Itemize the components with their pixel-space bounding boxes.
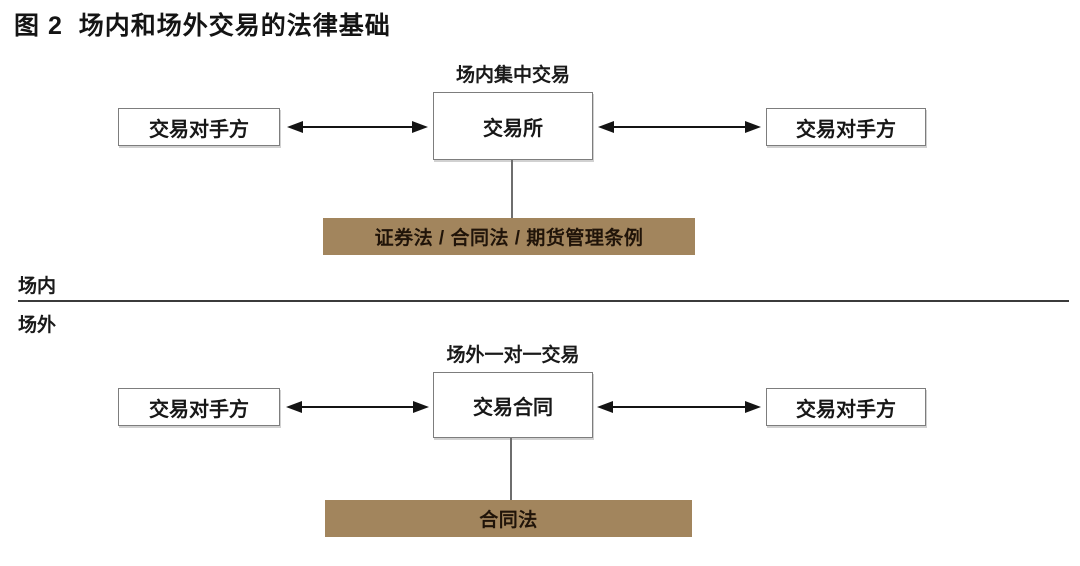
trade-contract-box: 交易合同 xyxy=(433,372,593,438)
onexchange-counterparty-left-box: 交易对手方 xyxy=(118,108,280,146)
arrowhead-right-icon xyxy=(745,121,761,133)
exchange-box: 交易所 xyxy=(433,92,593,160)
offexchange-law-bar: 合同法 xyxy=(325,500,692,537)
onexchange-counterparty-right-box: 交易对手方 xyxy=(766,108,926,146)
offexchange-counterparty-left-box: 交易对手方 xyxy=(118,388,280,426)
arrowhead-right-icon xyxy=(745,401,761,413)
double-arrow-top-left xyxy=(287,120,428,134)
arrow-shaft xyxy=(613,406,745,408)
arrowhead-left-icon xyxy=(597,401,613,413)
zone-label-inside: 场内 xyxy=(18,276,57,297)
arrowhead-left-icon xyxy=(598,121,614,133)
arrow-shaft xyxy=(303,126,412,128)
connector-line-top xyxy=(511,160,513,218)
double-arrow-bottom-right xyxy=(597,400,761,414)
connector-line-bottom xyxy=(510,438,512,500)
onexchange-law-bar: 证券法 / 合同法 / 期货管理条例 xyxy=(323,218,695,255)
zone-divider-line xyxy=(18,300,1069,302)
offexchange-counterparty-right-box: 交易对手方 xyxy=(766,388,926,426)
arrow-shaft xyxy=(614,126,745,128)
arrowhead-left-icon xyxy=(287,121,303,133)
double-arrow-top-right xyxy=(598,120,761,134)
zone-label-outside: 场外 xyxy=(18,315,57,336)
arrowhead-left-icon xyxy=(286,401,302,413)
arrowhead-right-icon xyxy=(412,121,428,133)
arrow-shaft xyxy=(302,406,413,408)
arrowhead-right-icon xyxy=(413,401,429,413)
double-arrow-bottom-left xyxy=(286,400,429,414)
offexchange-group-label: 场外一对一交易 xyxy=(446,345,580,366)
onexchange-group-label: 场内集中交易 xyxy=(455,65,570,86)
figure-title: 图 2 场内和场外交易的法律基础 xyxy=(14,12,391,40)
